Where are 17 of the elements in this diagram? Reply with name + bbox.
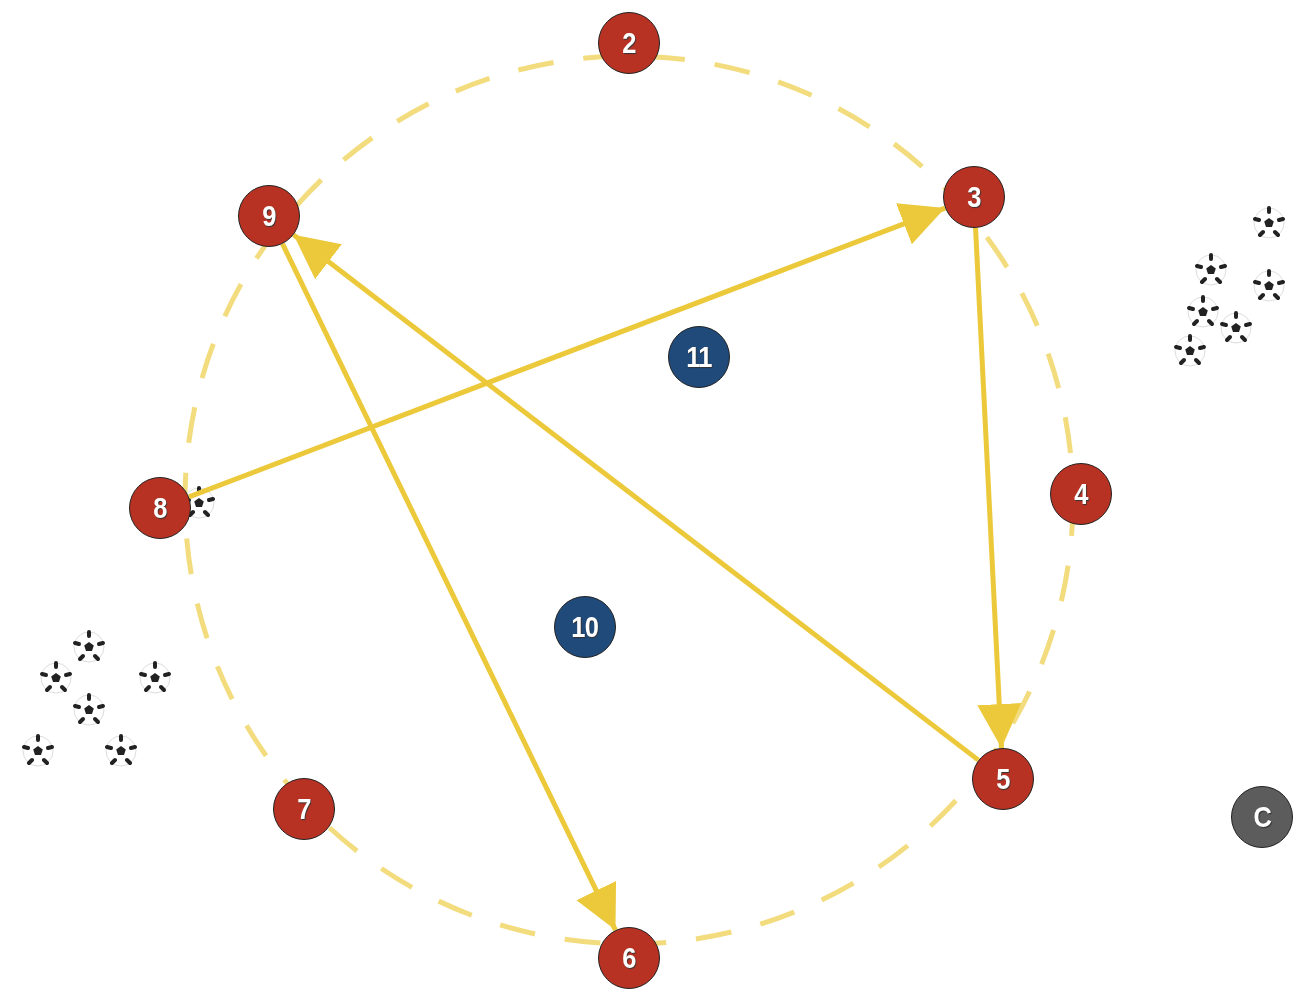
player-number: 10 [571, 610, 599, 644]
pass-arrow [188, 203, 946, 500]
player-number: 2 [622, 26, 636, 60]
player-number: 3 [967, 180, 981, 214]
player-number: C [1253, 800, 1271, 834]
player-number: 11 [686, 340, 712, 374]
pass-arrow [973, 227, 1022, 749]
player-number: 8 [153, 491, 167, 525]
player-number: 4 [1074, 477, 1088, 511]
player-number: 7 [297, 792, 311, 826]
player-circle [129, 477, 191, 539]
player-number: 5 [996, 762, 1010, 796]
player-circle [598, 927, 660, 989]
player-number: 6 [622, 941, 636, 975]
player-number: 9 [262, 199, 276, 233]
pass-arrow [292, 232, 980, 763]
pass-arrow [280, 242, 618, 932]
